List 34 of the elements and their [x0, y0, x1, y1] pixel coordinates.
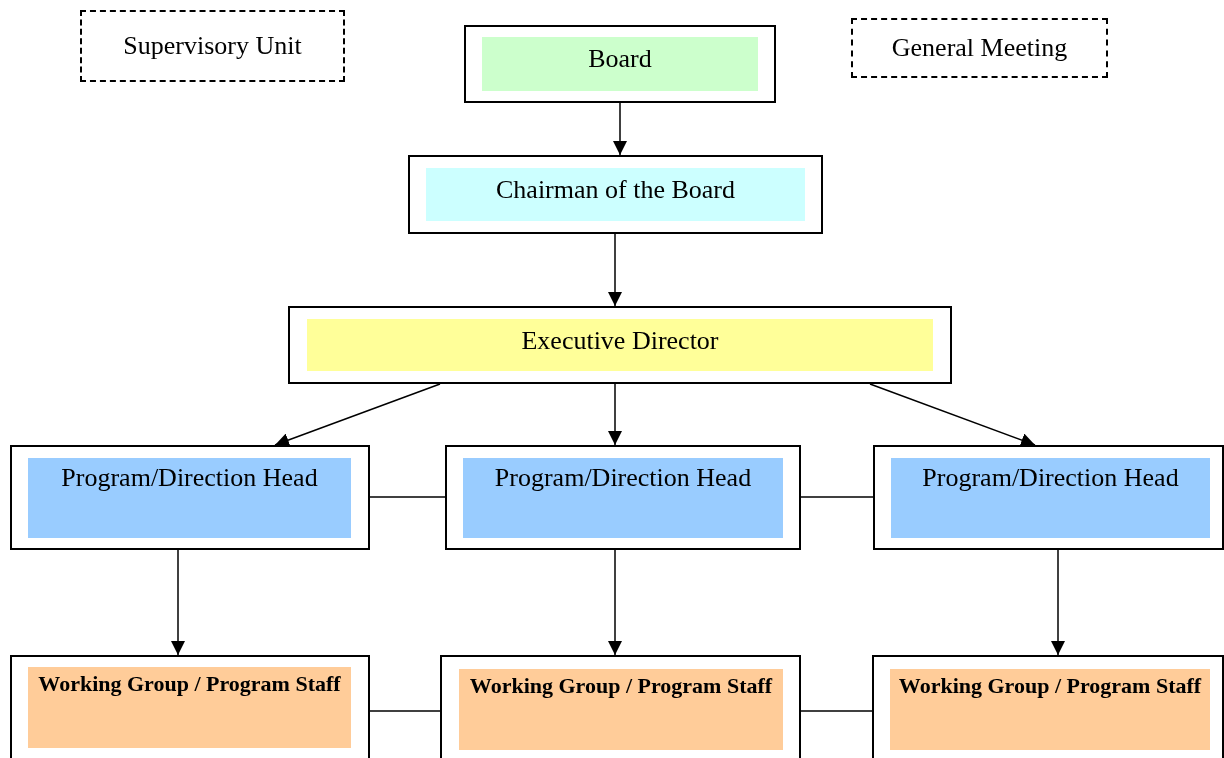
arrow — [613, 102, 627, 156]
unit-label: General Meeting — [890, 31, 1069, 64]
connector-line — [369, 496, 446, 498]
dashed-box — [80, 10, 345, 82]
arrow — [608, 549, 622, 656]
org-box — [10, 655, 370, 758]
role-label: Program/Direction Head — [28, 458, 351, 538]
org-box — [872, 655, 1224, 758]
org-box — [873, 445, 1224, 550]
arrow — [274, 383, 441, 447]
role-label: Executive Director — [307, 319, 933, 371]
unit-label: Supervisory Unit — [122, 29, 303, 62]
arrow — [869, 383, 1036, 447]
connector-line — [800, 496, 874, 498]
org-box — [408, 155, 823, 234]
dashed-box — [851, 18, 1108, 78]
role-label: Chairman of the Board — [426, 168, 805, 221]
role-label: Program/Direction Head — [463, 458, 783, 538]
role-label: Program/Direction Head — [891, 458, 1210, 538]
org-box — [464, 25, 776, 103]
arrow — [171, 549, 185, 656]
org-box — [440, 655, 801, 758]
arrow — [608, 383, 622, 446]
org-box — [10, 445, 370, 550]
arrow — [608, 233, 622, 307]
connector-line — [800, 710, 873, 712]
org-box — [288, 306, 952, 384]
org-box — [445, 445, 801, 550]
connector-line — [369, 710, 441, 712]
role-label: Working Group / Program Staff — [28, 667, 351, 748]
role-label: Working Group / Program Staff — [459, 669, 783, 750]
role-label: Board — [482, 37, 758, 91]
arrow — [1051, 549, 1065, 656]
role-label: Working Group / Program Staff — [890, 669, 1210, 750]
